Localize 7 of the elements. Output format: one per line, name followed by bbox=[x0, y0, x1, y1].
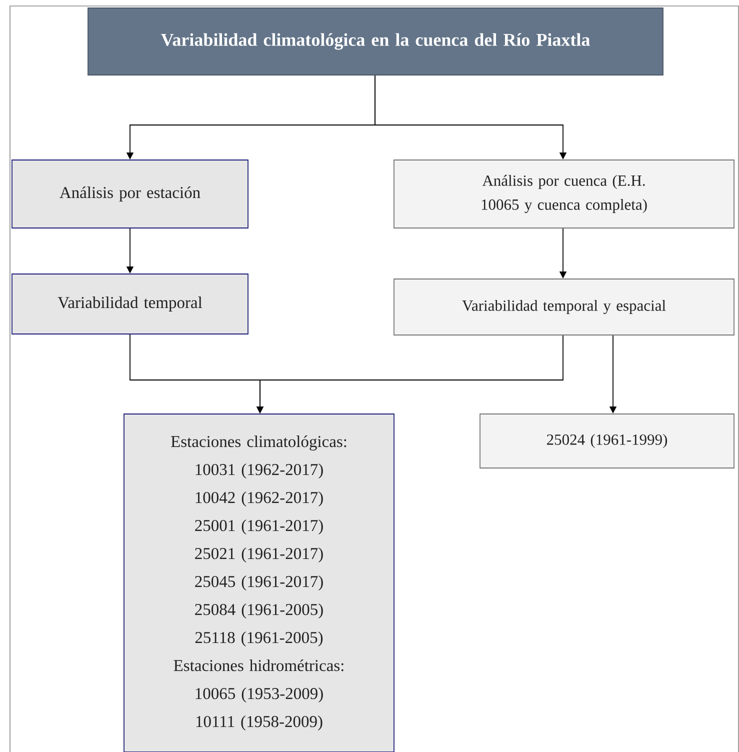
process-box: Variabilidad temporal bbox=[12, 274, 248, 334]
process-box: 25024 (1961-1999) bbox=[480, 414, 734, 468]
process-box: Análisis por cuenca (E.H. 10065 y cuenca completa) bbox=[394, 160, 734, 228]
station-list-box: Estaciones climatológicas: 10031 (1962-2017) 10042 (1962-2017) 25001 (1961-2017) 25021 (1961-2017) 25045 (1961-2017) 25084 (1961-2005) 25118 (1961-2005) Estaciones hidrométricas: 10065 (1953-2009) 10111 (1958-2009) bbox=[124, 414, 394, 752]
process-box: Variabilidad temporal y espacial bbox=[394, 278, 734, 336]
title-box: Variabilidad climatológica en la cuenca del Río Piaxtla bbox=[88, 8, 664, 76]
process-box: Análisis por estación bbox=[12, 160, 248, 228]
